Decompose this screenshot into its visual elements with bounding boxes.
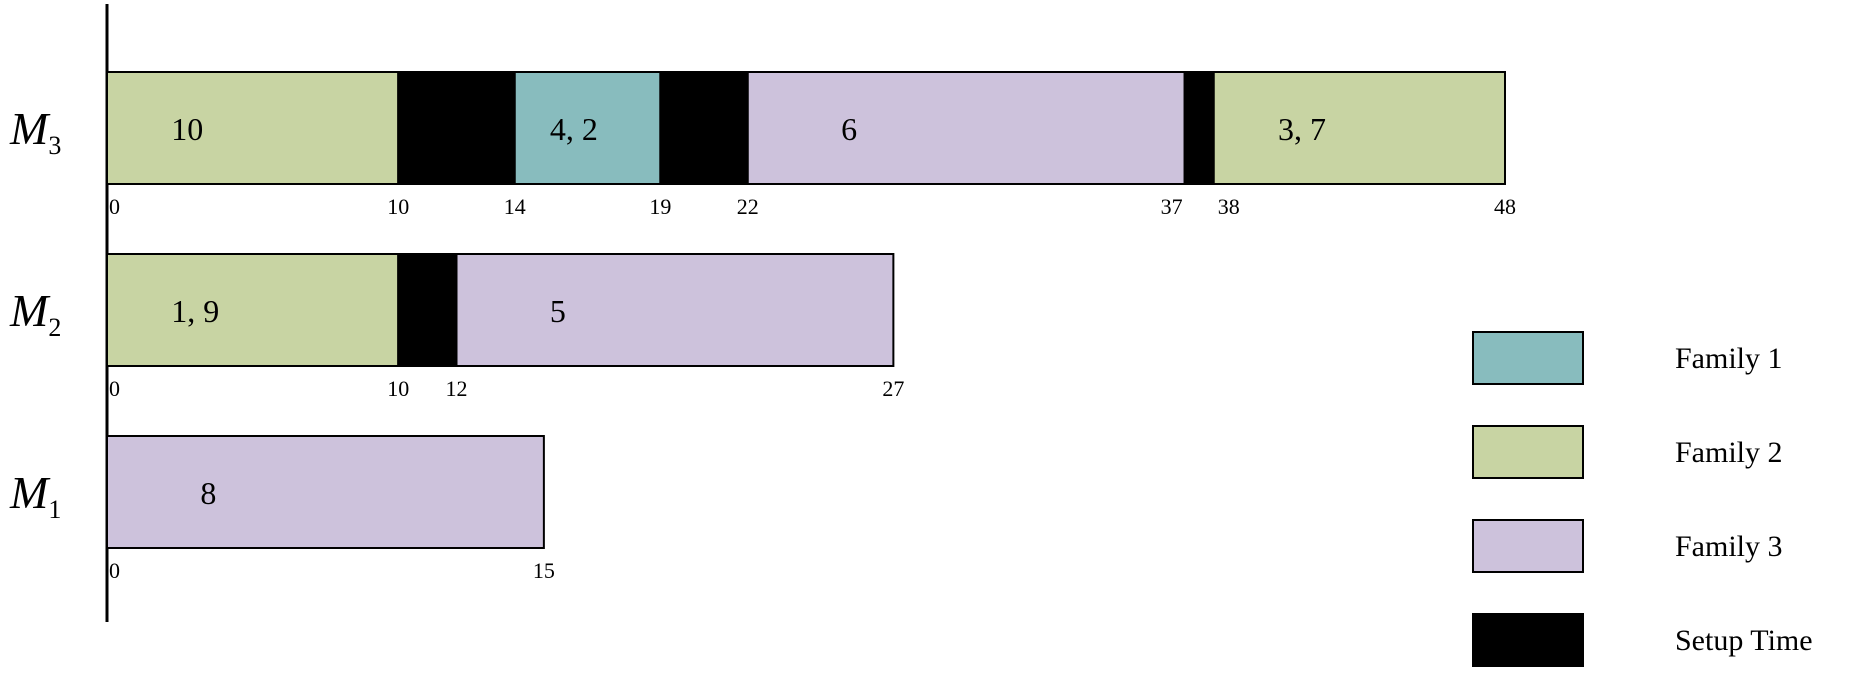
tick-label: 0 [109, 194, 120, 219]
tick-label: 48 [1494, 194, 1516, 219]
machine-subscript: 2 [48, 313, 61, 342]
legend-item-family-1: Family 1 [1472, 331, 1783, 385]
job-label: 3, 7 [1278, 111, 1326, 147]
tick-label: 15 [533, 558, 555, 583]
segment-family-3 [455, 253, 895, 367]
machine-subscript: 1 [48, 495, 61, 524]
legend-label: Family 2 [1675, 436, 1783, 469]
legend-swatch [1472, 519, 1584, 573]
legend-swatch [1472, 425, 1584, 479]
segment-setup-time [397, 71, 516, 185]
legend: Family 1 Family 2 Family 3 Setup Time [1472, 331, 1813, 667]
legend-item-family-2: Family 2 [1472, 425, 1783, 479]
tick-label: 14 [504, 194, 526, 219]
segment-setup-time [1183, 71, 1215, 185]
legend-label: Family 1 [1675, 342, 1783, 375]
machine-label: M2 [9, 285, 61, 342]
job-label: 6 [841, 111, 857, 147]
segment-family-2 [1212, 71, 1506, 185]
segment-family-2 [106, 253, 400, 367]
segment-setup-time [397, 253, 458, 367]
tick-label: 12 [446, 376, 468, 401]
tick-label: 0 [109, 558, 120, 583]
machine-letter: M [9, 467, 51, 518]
segment-family-3 [746, 71, 1186, 185]
job-label: 5 [550, 293, 566, 329]
machine-label: M1 [9, 467, 61, 524]
legend-item-setup-time: Setup Time [1472, 613, 1813, 667]
legend-swatch [1472, 331, 1584, 385]
job-label: 8 [200, 475, 216, 511]
tick-label: 22 [737, 194, 759, 219]
machine-row-m2: M2 1, 9 5 0 10 12 27 [9, 253, 904, 401]
segment-family-3 [106, 435, 545, 549]
machine-letter: M [9, 103, 51, 154]
machine-label: M3 [9, 103, 61, 160]
tick-label: 37 [1161, 194, 1183, 219]
tick-label: 10 [387, 194, 409, 219]
machine-row-m1: M1 8 0 15 [9, 435, 555, 583]
tick-label: 10 [387, 376, 409, 401]
machine-letter: M [9, 285, 51, 336]
legend-label: Family 3 [1675, 530, 1783, 563]
legend-swatch [1472, 613, 1584, 667]
tick-label: 27 [882, 376, 904, 401]
segment-family-2 [106, 71, 400, 185]
job-label: 1, 9 [171, 293, 219, 329]
job-label: 10 [171, 111, 203, 147]
legend-label: Setup Time [1675, 624, 1813, 657]
segment-setup-time [659, 71, 749, 185]
machine-row-m3: M3 10 4, 2 6 3, 7 0 10 14 19 22 37 38 48 [9, 71, 1516, 219]
machine-subscript: 3 [48, 131, 61, 160]
tick-label: 19 [649, 194, 671, 219]
tick-label: 0 [109, 376, 120, 401]
job-label: 4, 2 [550, 111, 598, 147]
legend-item-family-3: Family 3 [1472, 519, 1783, 573]
tick-label: 38 [1218, 194, 1240, 219]
